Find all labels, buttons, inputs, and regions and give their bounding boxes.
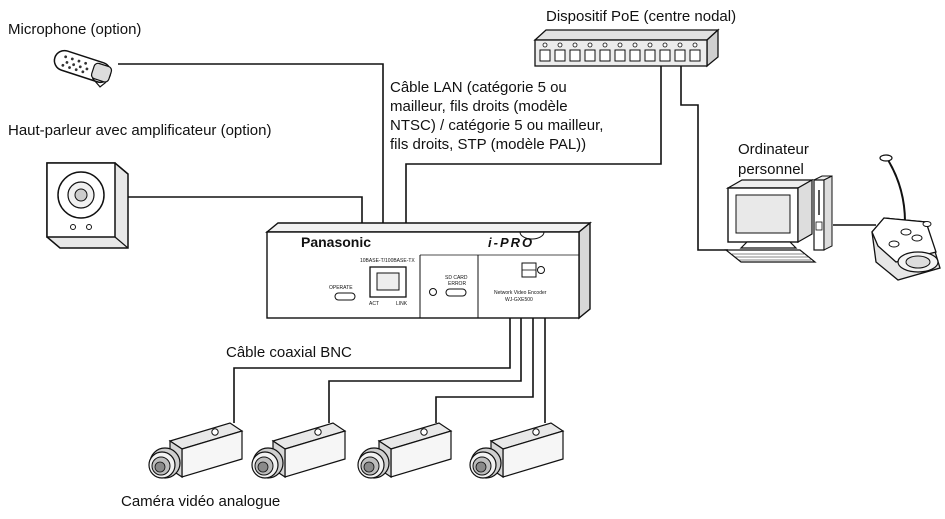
camera-icon: [357, 422, 453, 479]
pc-label-line: Ordinateur: [738, 141, 809, 158]
poe-hub-label: Dispositif PoE (centre nodal): [546, 8, 737, 25]
poe-hub-icon: [533, 28, 720, 68]
encoder-series-logo: i-PRO: [488, 235, 534, 250]
encoder-sd-card-label: SD CARD: [445, 275, 468, 281]
encoder-error-label: ERROR: [448, 281, 466, 287]
camera-icon: [469, 422, 565, 479]
encoder-model-line1: Network Video Encoder: [494, 290, 547, 296]
sd-error-button[interactable]: [445, 288, 467, 297]
speaker-icon: [46, 162, 129, 249]
encoder-model-line2: WJ-GXE500: [505, 297, 533, 303]
ethernet-port[interactable]: [369, 266, 407, 298]
operate-button[interactable]: [334, 292, 356, 301]
encoder-act-label: ACT: [369, 301, 379, 307]
speaker-cable: [128, 196, 363, 223]
pc-icon: [724, 175, 833, 263]
cables: [118, 60, 876, 423]
encoder-icon: Panasonic i-PRO 10BASE-T/100BASE-TX ACT …: [265, 221, 592, 320]
cameras: [148, 422, 565, 479]
lan-cable-label-line: NTSC) / catégorie 5 ou mailleur,: [390, 117, 604, 134]
coax-cable-2: [328, 318, 522, 423]
lan-cable-label-line: fils droits, STP (modèle PAL)): [390, 136, 587, 153]
camera-label: Caméra vidéo analogue: [121, 493, 281, 510]
encoder-link-label: LINK: [396, 301, 408, 307]
microphone-label: Microphone (option): [8, 21, 142, 38]
pc-label: Ordinateur personnel: [738, 140, 809, 180]
lan-cable-encoder: [405, 60, 662, 223]
pc-label-line: personnel: [738, 161, 804, 178]
speaker-label: Haut-parleur avec amplificateur (option): [8, 122, 272, 139]
status-led-icon: [429, 288, 437, 296]
coax-cable-3: [435, 318, 534, 423]
encoder-port-label: 10BASE-T/100BASE-TX: [360, 258, 415, 264]
coax-cable-1: [233, 318, 511, 423]
controller-icon: [871, 154, 941, 281]
microphone-cable: [118, 63, 384, 223]
lan-cable-pc: [680, 60, 728, 251]
microphone-icon: [53, 49, 113, 88]
camera-icon: [251, 422, 347, 479]
lan-cable-label: Câble LAN (catégorie 5 ou mailleur, fils…: [390, 78, 603, 154]
poe-ports: [539, 49, 701, 62]
poe-port-leds: [542, 42, 698, 48]
camera-icon: [148, 422, 244, 479]
sd-slot-icon: [537, 266, 545, 274]
coax-label: Câble coaxial BNC: [226, 344, 352, 361]
encoder-operate-label: OPERATE: [329, 285, 353, 291]
encoder-brand: Panasonic: [301, 234, 371, 250]
lan-cable-label-line: Câble LAN (catégorie 5 ou: [390, 79, 567, 96]
lan-cable-label-line: mailleur, fils droits (modèle: [390, 98, 568, 115]
